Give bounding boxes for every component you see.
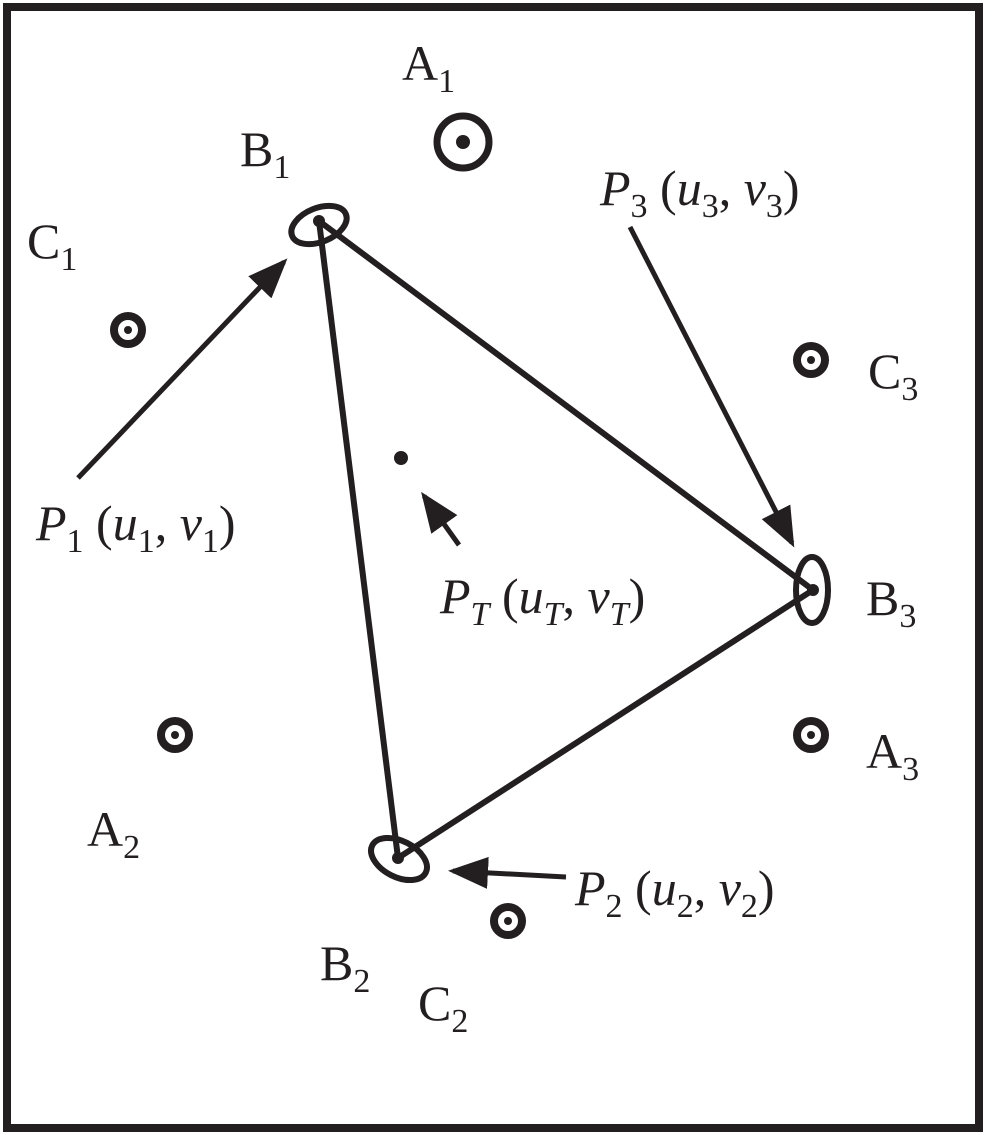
label-p3: P3 (u3, v3) bbox=[599, 160, 800, 225]
label-c2: C2 bbox=[418, 975, 468, 1040]
label-b2: B2 bbox=[320, 935, 370, 1000]
arrow-p2 bbox=[448, 856, 567, 889]
label-b3: B3 bbox=[866, 570, 916, 635]
label-p1: P1 (u1, v1) bbox=[35, 495, 236, 560]
label-b1: B1 bbox=[240, 121, 290, 186]
arrow-p1 bbox=[76, 258, 288, 480]
label-a2: A2 bbox=[87, 801, 140, 866]
target-point-pt bbox=[394, 451, 408, 465]
arrow-p3 bbox=[627, 225, 795, 548]
marker-c1 bbox=[110, 312, 146, 348]
label-c1: C1 bbox=[27, 213, 77, 278]
label-c3: C3 bbox=[868, 343, 918, 408]
diagram-frame bbox=[3, 3, 983, 1132]
marker-c2 bbox=[490, 903, 526, 939]
edge-b1-b3 bbox=[317, 218, 815, 593]
label-pt: PT (uT, vT) bbox=[439, 568, 645, 633]
edge-b2-b3 bbox=[396, 587, 815, 861]
label-a1: A1 bbox=[402, 35, 455, 100]
marker-c3 bbox=[793, 342, 829, 378]
edge-b1-b2 bbox=[316, 220, 401, 859]
marker-b1 bbox=[288, 202, 350, 248]
marker-a3 bbox=[793, 717, 829, 753]
arrow-pt bbox=[421, 491, 462, 547]
marker-b2 bbox=[368, 834, 430, 884]
label-a3: A3 bbox=[866, 723, 919, 788]
marker-b3 bbox=[793, 554, 831, 626]
marker-a2 bbox=[157, 717, 193, 753]
label-p2: P2 (u2, v2) bbox=[574, 860, 775, 925]
marker-a1 bbox=[433, 112, 493, 172]
